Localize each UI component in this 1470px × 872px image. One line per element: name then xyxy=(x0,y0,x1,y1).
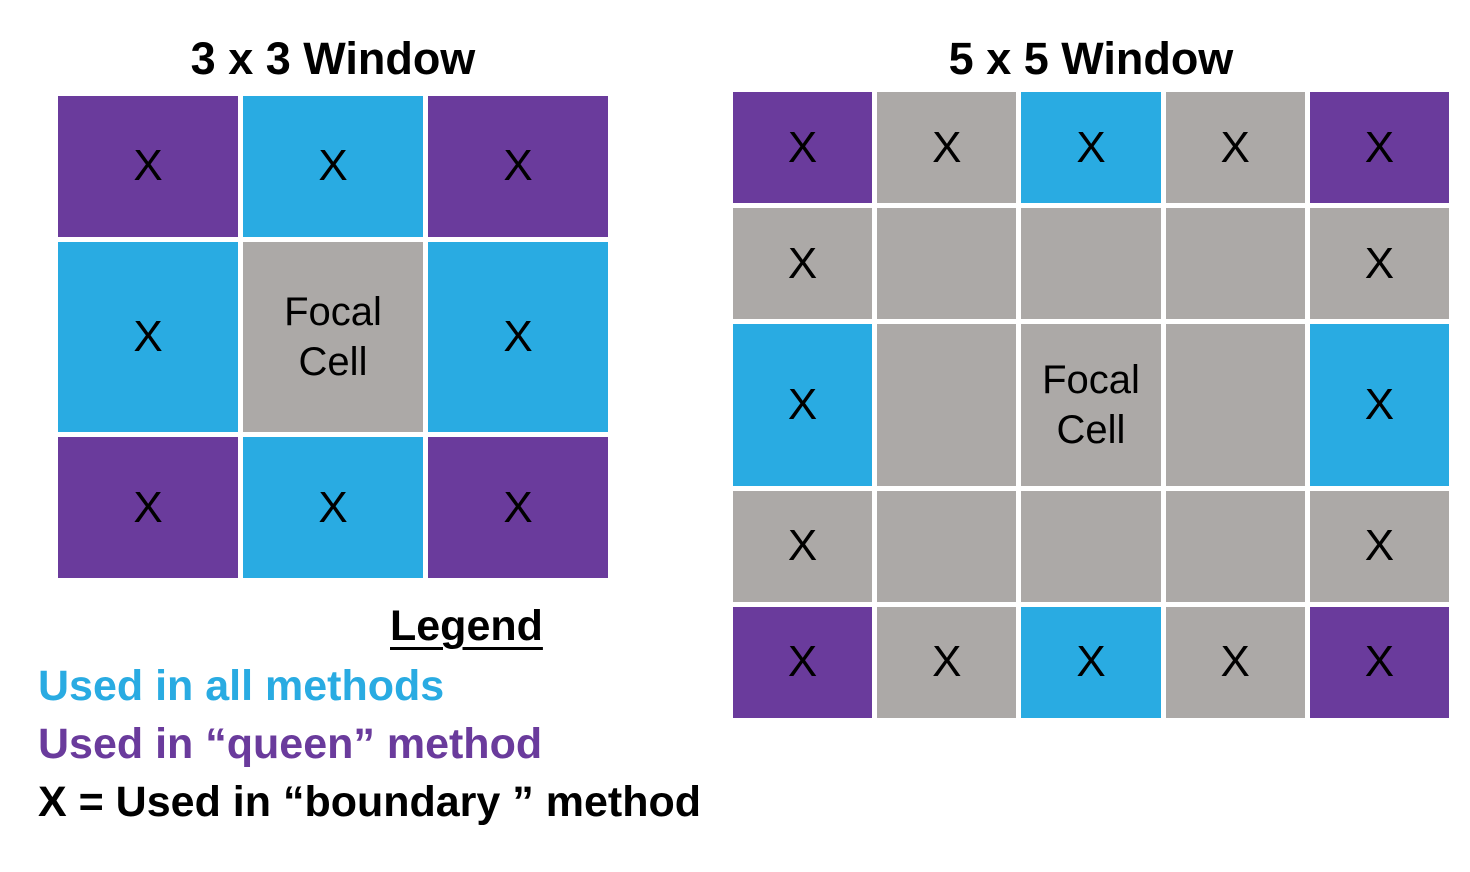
cell-none-marked: X xyxy=(1165,92,1305,204)
cell-label: X xyxy=(787,122,818,172)
cell-label: X xyxy=(318,482,348,532)
cell-queen-marked: X xyxy=(58,96,238,237)
grid-title-3x3: 3 x 3 Window xyxy=(190,33,476,84)
cell-label: X xyxy=(787,238,818,288)
cell-label: Focal Cell xyxy=(284,289,382,384)
cell-label: X xyxy=(503,482,533,532)
cell-none-marked: X xyxy=(1309,208,1449,320)
focal-cell: Focal Cell xyxy=(1021,324,1161,486)
cell-none-marked: X xyxy=(733,208,873,320)
cell-label: X xyxy=(1076,637,1106,687)
cell-label: X xyxy=(1220,122,1250,172)
cell-label: X xyxy=(787,521,818,571)
cell-label: X xyxy=(787,379,818,429)
cell-label: X xyxy=(503,311,533,361)
cell-label: X xyxy=(1364,122,1395,172)
cell-label: X xyxy=(1076,122,1106,172)
focal-cell: Focal Cell xyxy=(243,241,423,433)
cell-none-marked: X xyxy=(1309,490,1449,602)
cell-queen-marked: X xyxy=(1309,606,1449,718)
grid-title-5x5: 5 x 5 Window xyxy=(948,33,1234,84)
cell-all-marked: X xyxy=(1021,92,1161,204)
cell-none-unmarked xyxy=(1165,490,1305,602)
cell-label: X xyxy=(133,311,163,361)
legend-item-boundary-method: X = Used in “boundary ” method xyxy=(38,778,701,826)
cell-queen-marked: X xyxy=(1309,92,1449,204)
cell-queen-marked: X xyxy=(58,437,238,578)
cell-label: X xyxy=(1364,238,1395,288)
cell-none-marked: X xyxy=(877,606,1017,718)
cell-queen-marked: X xyxy=(733,92,873,204)
cell-label: X xyxy=(1364,637,1395,687)
cell-none-unmarked xyxy=(1021,490,1161,602)
legend-item-all-methods: Used in all methods xyxy=(38,662,445,710)
cell-all-marked: X xyxy=(428,241,608,433)
cell-label: Focal Cell xyxy=(1042,357,1140,452)
cell-label: X xyxy=(932,122,962,172)
cell-label: X xyxy=(133,141,163,191)
cell-queen-marked: X xyxy=(428,96,608,237)
cell-none-unmarked xyxy=(877,208,1017,320)
cell-label: X xyxy=(133,482,163,532)
cell-queen-marked: X xyxy=(428,437,608,578)
legend-heading: Legend xyxy=(390,602,543,650)
cell-queen-marked: X xyxy=(733,606,873,718)
cell-label: X xyxy=(787,637,818,687)
cell-all-marked: X xyxy=(1309,324,1449,486)
cell-all-marked: X xyxy=(733,324,873,486)
cell-none-unmarked xyxy=(1165,324,1305,486)
cell-all-marked: X xyxy=(1021,606,1161,718)
cell-none-unmarked xyxy=(877,490,1017,602)
cell-label: X xyxy=(318,141,348,191)
cell-none-marked: X xyxy=(733,490,873,602)
cell-label: X xyxy=(932,637,962,687)
cell-all-marked: X xyxy=(243,437,423,578)
cell-all-marked: X xyxy=(58,241,238,433)
cell-label: X xyxy=(503,141,533,191)
cell-label: X xyxy=(1220,637,1250,687)
cell-label: X xyxy=(1364,379,1395,429)
cell-none-unmarked xyxy=(877,324,1017,486)
cell-none-marked: X xyxy=(877,92,1017,204)
cell-all-marked: X xyxy=(243,96,423,237)
legend-item-queen-method: Used in “queen” method xyxy=(38,720,543,768)
cell-none-unmarked xyxy=(1021,208,1161,320)
cell-none-unmarked xyxy=(1165,208,1305,320)
cell-label: X xyxy=(1364,521,1395,571)
cell-none-marked: X xyxy=(1165,606,1305,718)
